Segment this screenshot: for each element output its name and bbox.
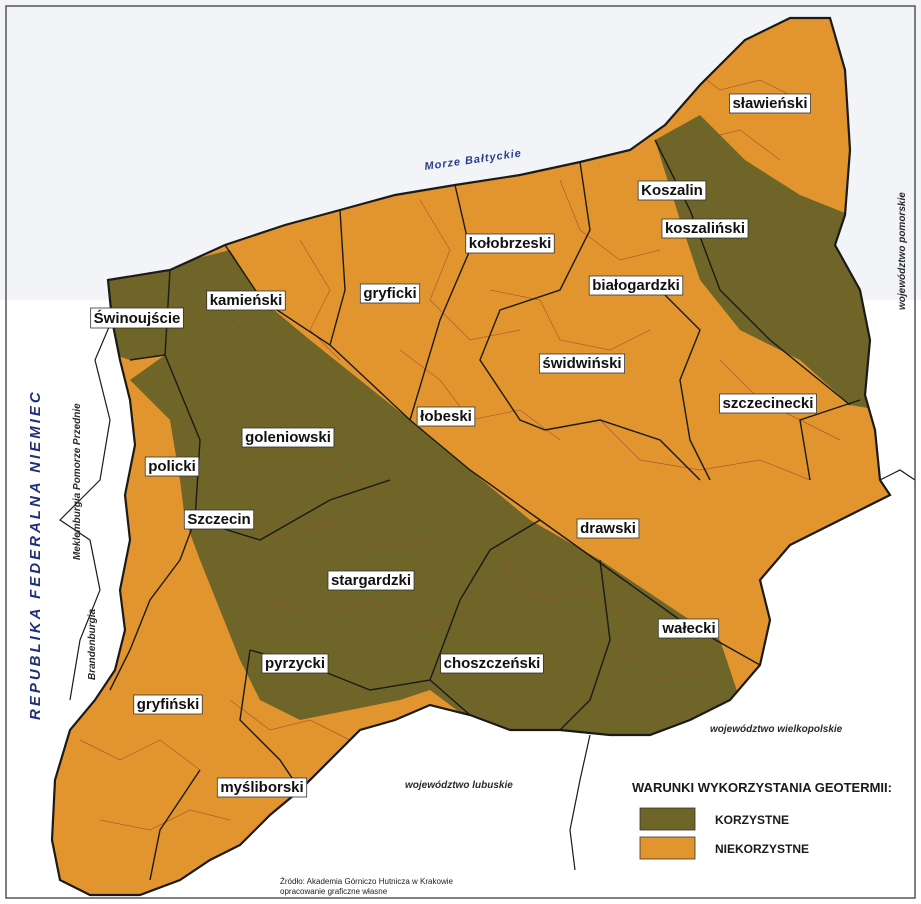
county-name: kamieński [210, 292, 283, 309]
county-name: goleniowski [245, 429, 331, 446]
county-label-koszalin: Koszalin [637, 180, 707, 201]
county-name: policki [148, 458, 196, 475]
county-name: wałecki [661, 620, 715, 637]
county-label-box [538, 353, 626, 374]
county-name: łobeski [420, 408, 472, 425]
county-label-box [216, 777, 308, 798]
county-name: Świnoujście [94, 309, 181, 327]
region-label-wielkopolskie: województwo wielkopolskie [710, 724, 843, 735]
county-label-box [465, 233, 555, 254]
legend-label-niekorzystne: NIEKORZYSTNE [715, 842, 809, 856]
county-label-slawienski: sławieński [729, 93, 811, 114]
county-label-choszczenski: choszczeński [440, 653, 544, 674]
region-label-lubuskie: województwo lubuskie [405, 780, 513, 791]
county-label-box [133, 694, 203, 715]
county-label-goleniowski: goleniowski [241, 427, 335, 448]
county-label-koszalinski: koszaliński [661, 218, 749, 239]
legend-label-korzystne: KORZYSTNE [715, 813, 789, 827]
county-name: sławieński [732, 95, 807, 112]
county-label-box [657, 618, 720, 639]
region-label-brandenburg: Brandenburgia [87, 608, 98, 680]
map-frame [5, 5, 916, 899]
county-label-box [416, 406, 476, 427]
region-label-mecklenburg: Meklemburgia Pomorze Przednie [72, 403, 83, 560]
county-name: choszczeński [444, 655, 541, 672]
county-label-box [576, 518, 640, 539]
county-label-box [729, 93, 811, 114]
country-label: REPUBLIKA FEDERALNA NIEMIEC [27, 389, 44, 720]
legend-swatch-niekorzystne [639, 836, 696, 860]
county-label-box [206, 290, 286, 311]
county-label-box [90, 307, 184, 329]
county-label-box [359, 283, 421, 304]
county-label-policki: policki [144, 456, 200, 477]
county-label-szczecin: Szczecin [183, 509, 255, 530]
source-line-2: opracowanie graficzne własne [280, 887, 388, 896]
county-name: gryfiński [137, 696, 200, 713]
county-label-box [144, 456, 200, 477]
county-label-kamienski: kamieński [206, 290, 286, 311]
legend-swatch-korzystne [639, 807, 696, 831]
county-label-walecki: wałecki [657, 618, 720, 639]
county-name: Szczecin [187, 511, 250, 528]
favorable-zone-northeast [655, 115, 880, 410]
county-name: białogardzki [592, 277, 680, 294]
county-label-box [588, 275, 684, 296]
county-name: myśliborski [220, 779, 303, 796]
county-label-box [183, 509, 255, 530]
source-line-1: Źródło: Akademia Górniczo Hutnicza w Kra… [280, 877, 454, 886]
county-label-box [241, 427, 335, 448]
legend: WARUNKI WYKORZYSTANIA GEOTERMII: KORZYST… [632, 780, 892, 860]
county-label-box [661, 218, 749, 239]
county-name: kołobrzeski [469, 235, 552, 252]
county-label-swidwinski: świdwiński [538, 353, 626, 374]
county-name: Koszalin [641, 182, 703, 199]
legend-title: WARUNKI WYKORZYSTANIA GEOTERMII: [632, 780, 892, 795]
county-label-pyrzycki: pyrzycki [261, 653, 329, 674]
county-name: świdwiński [542, 355, 621, 372]
county-label-gryfinski: gryfiński [133, 694, 203, 715]
county-label-kolobrzeski: kołobrzeski [465, 233, 555, 254]
county-label-box [719, 393, 817, 414]
county-label-bialogardzki: białogardzki [588, 275, 684, 296]
county-label-szczecinecki: szczecinecki [719, 393, 817, 414]
county-name: stargardzki [331, 572, 411, 589]
county-label-box [637, 180, 707, 201]
county-name: pyrzycki [265, 655, 325, 672]
neighbor-borders [59, 319, 916, 871]
county-label-mysliborski: myśliborski [216, 777, 308, 798]
county-name: gryficki [363, 285, 416, 302]
county-label-box [261, 653, 329, 674]
favorable-zone-kamien [100, 250, 262, 360]
region-label-pomorskie: województwo pomorskie [897, 192, 908, 310]
county-label-box [327, 570, 415, 591]
county-label-drawski: drawski [576, 518, 640, 539]
county-label-lobeski: łobeski [416, 406, 476, 427]
county-label-gryficki: gryficki [359, 283, 421, 304]
county-label-stargardzki: stargardzki [327, 570, 415, 591]
county-name: szczecinecki [723, 395, 814, 412]
county-name: koszaliński [665, 220, 745, 237]
voivodeship-border [50, 16, 892, 897]
county-label-box [440, 653, 544, 674]
favorable-zone-central [130, 300, 740, 745]
county-label-swinoujscie: Świnoujście [90, 307, 184, 329]
county-name: drawski [580, 520, 636, 537]
